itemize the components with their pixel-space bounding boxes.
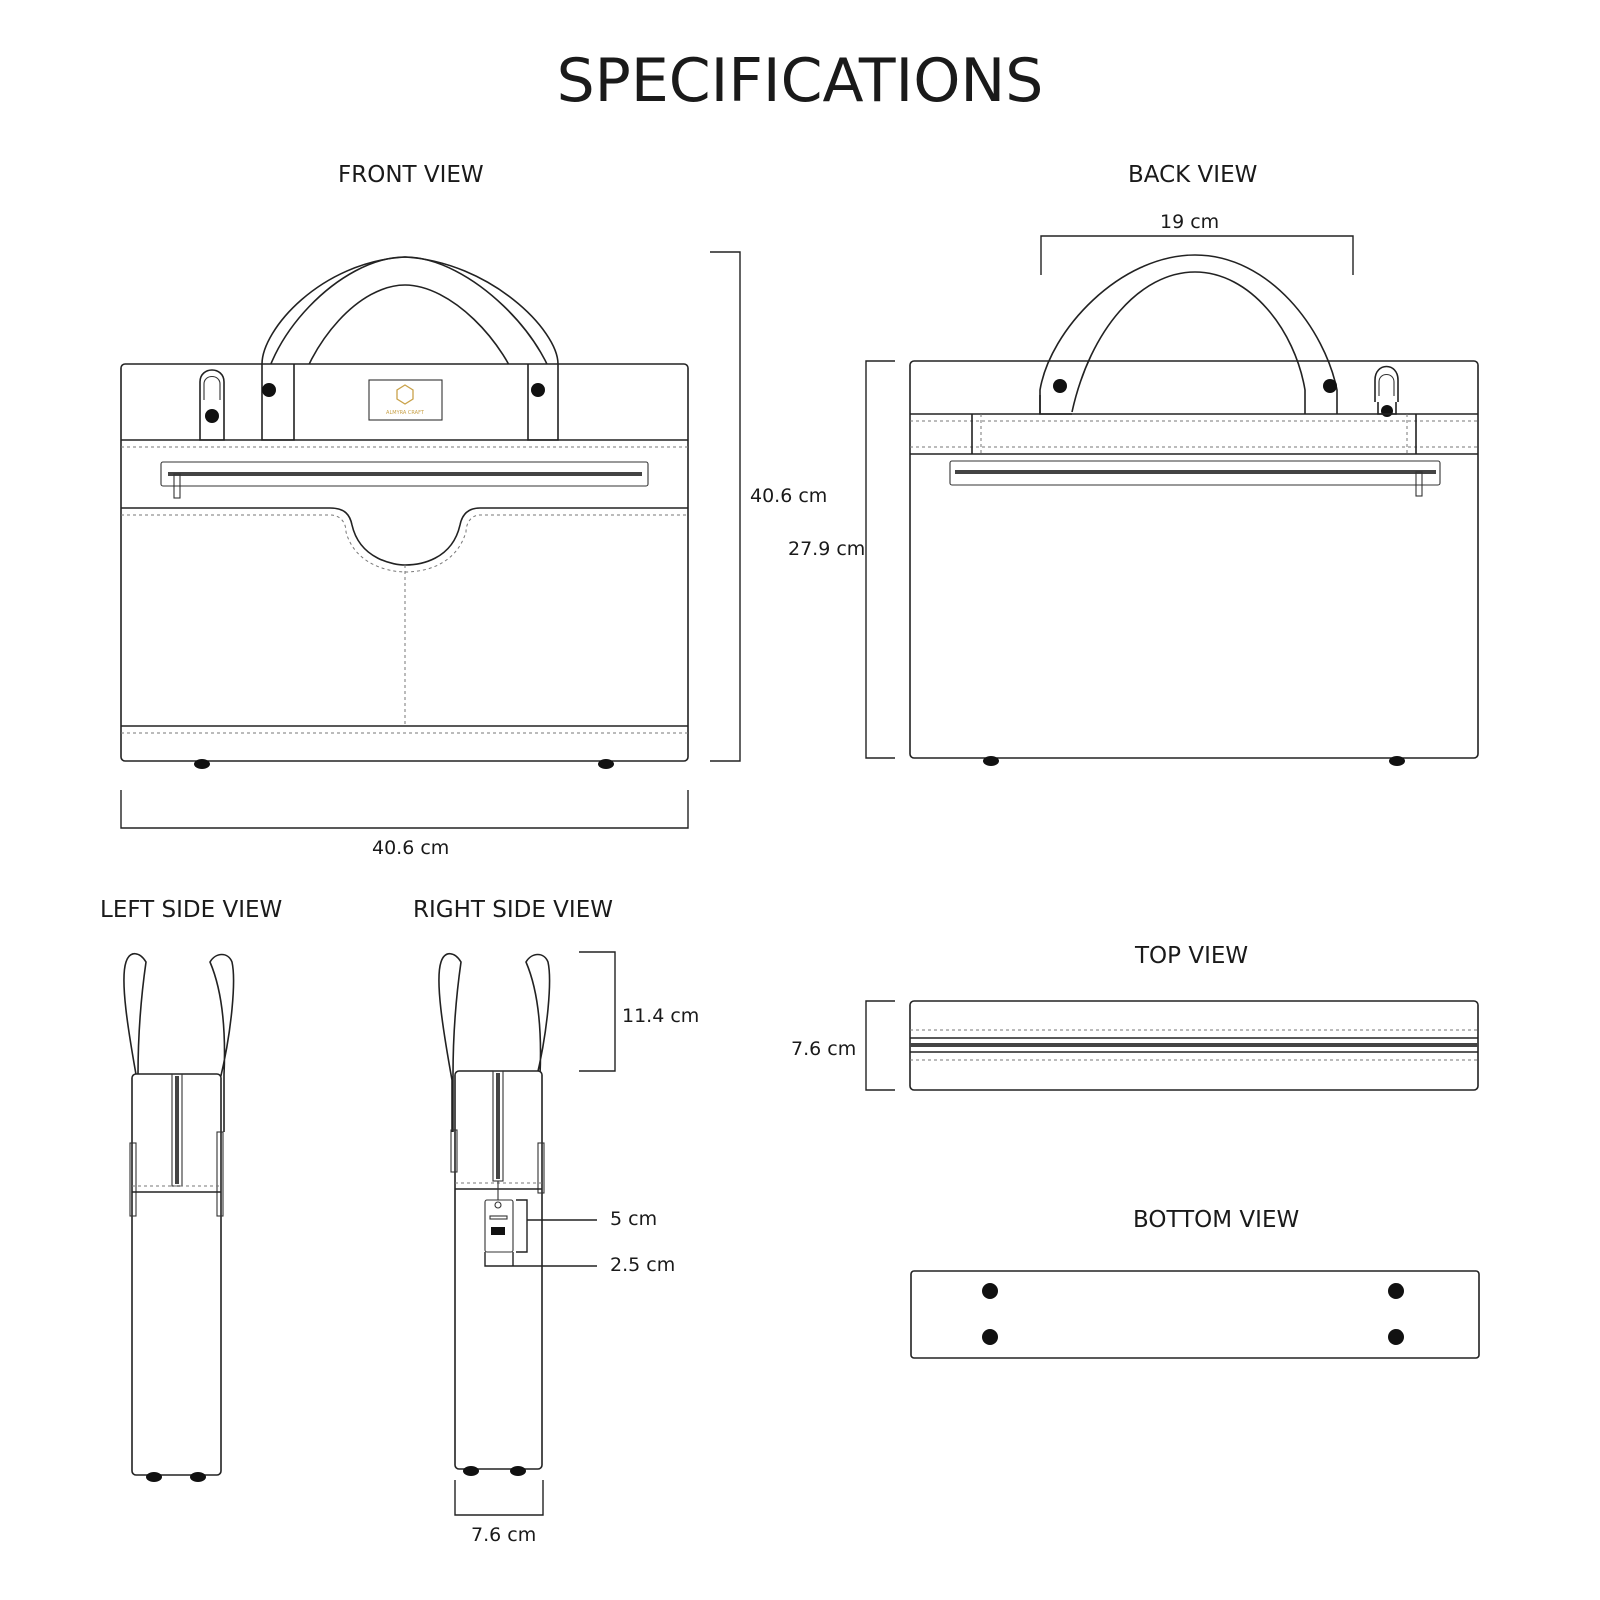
tag-width-dimension-line <box>484 1252 597 1267</box>
logo-text: ALMYRA CRAFT <box>386 410 425 416</box>
left-handle-left <box>123 952 147 1132</box>
front-d-ring <box>199 369 225 410</box>
side-depth-dimension-line <box>454 1480 544 1516</box>
handle-height-dimension-line <box>579 951 616 1072</box>
front-logo-plate <box>368 379 443 421</box>
side-depth-dimension: 7.6 cm <box>471 1524 537 1546</box>
back-view-label: BACK VIEW <box>1128 162 1258 188</box>
front-height-dimension-line <box>710 251 741 762</box>
right-side-view-label: RIGHT SIDE VIEW <box>413 897 613 923</box>
back-handle <box>1039 254 1338 414</box>
right-handle-left <box>438 952 462 1132</box>
left-handle-right <box>209 953 235 1132</box>
handle-height-dimension: 11.4 cm <box>622 1005 700 1027</box>
bottom-view-drawing <box>910 1270 1480 1359</box>
back-view-drawing <box>909 254 1479 766</box>
front-width-dimension-line <box>120 790 689 829</box>
back-height-dimension: 27.9 cm <box>788 538 866 560</box>
page-title: SPECIFICATIONS <box>556 46 1044 116</box>
tag-height-dimension: 5 cm <box>610 1208 658 1230</box>
back-handle-span-dimension: 19 cm <box>1160 211 1220 233</box>
right-handle-right <box>525 953 551 1132</box>
front-height-dimension: 40.6 cm <box>750 485 828 507</box>
bottom-body <box>910 1270 1480 1359</box>
top-depth-dimension-line <box>865 1000 895 1091</box>
left-side-view-label: LEFT SIDE VIEW <box>100 897 283 923</box>
top-depth-dimension: 7.6 cm <box>791 1038 857 1060</box>
back-handle-span-dimension-line <box>1040 235 1354 275</box>
luggage-tag <box>484 1199 514 1253</box>
front-zipper-pocket <box>160 461 649 487</box>
right-side-view-drawing <box>438 952 551 1476</box>
bottom-view-label: BOTTOM VIEW <box>1133 1207 1300 1233</box>
tag-height-dimension-line <box>516 1199 597 1253</box>
back-body <box>909 360 1479 759</box>
front-width-dimension: 40.6 cm <box>372 837 450 859</box>
left-side-view-drawing <box>123 952 235 1482</box>
back-height-dimension-line <box>865 360 895 759</box>
front-body <box>120 363 689 762</box>
front-view-drawing: ALMYRA CRAFT <box>120 256 689 769</box>
front-view-label: FRONT VIEW <box>338 162 484 188</box>
back-d-ring <box>1374 365 1399 402</box>
top-view-drawing <box>909 1000 1479 1091</box>
tag-width-dimension: 2.5 cm <box>610 1254 676 1276</box>
top-view-label: TOP VIEW <box>1135 943 1249 969</box>
back-zipper-pocket <box>949 460 1441 486</box>
